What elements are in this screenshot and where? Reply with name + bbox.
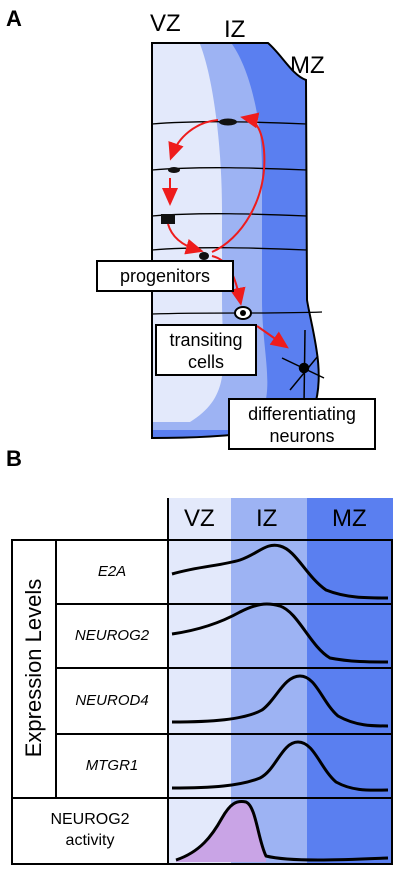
gene-label-e2a: E2A [97, 563, 127, 580]
panel-b-mz-header: MZ [332, 505, 367, 532]
panel-a-iz-label: IZ [224, 16, 246, 43]
panel-b-iz-header: IZ [256, 505, 278, 532]
gene-label-mtgr1: MTGR1 [85, 757, 139, 774]
neuron [281, 329, 325, 406]
curve-e2a [171, 543, 389, 600]
activity-fill [176, 801, 266, 862]
curve-neurog2 [171, 602, 389, 664]
gene-label-neurod4: NEUROD4 [75, 692, 149, 709]
label-progenitors: progenitors [96, 260, 234, 292]
panel-a-letter: A [6, 6, 22, 31]
panel-b-mz-column [307, 498, 393, 864]
gene-label-neurog2: NEUROG2 [74, 627, 150, 644]
label-transiting-cells: transiting cells [155, 324, 257, 376]
label-differentiating-neurons: differentiating neurons [228, 398, 376, 450]
panel-b-letter: B [6, 446, 22, 471]
panel-b-vz-column [168, 498, 231, 864]
panel-b-vz-header: VZ [184, 505, 215, 532]
curve-neurod4 [171, 674, 389, 728]
cycle-arrows [162, 112, 289, 349]
cells [161, 118, 237, 260]
activity-curve [175, 800, 389, 862]
curve-mtgr1 [171, 740, 389, 792]
expression-curves [171, 543, 389, 792]
panel-a-vz-label: VZ [150, 10, 181, 37]
neurog2-activity-label: NEUROG2 activity [50, 811, 130, 849]
